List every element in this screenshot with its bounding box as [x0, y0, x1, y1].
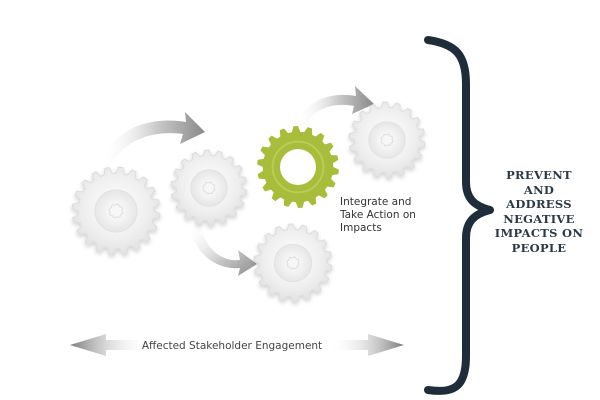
- flow-arrow-1: [100, 112, 205, 170]
- outcome-line-6: PEOPLE: [511, 240, 567, 255]
- outcome-statement: PREVENT AND ADDRESS NEGATIVE IMPACTS ON …: [487, 168, 591, 255]
- outcome-line-2: AND: [523, 182, 555, 197]
- outcome-line-4: NEGATIVE: [503, 211, 575, 226]
- gear-3-axle: [286, 256, 300, 270]
- gear-1: [71, 166, 161, 256]
- curly-brace: [424, 36, 494, 395]
- outcome-line-5: IMPACTS ON: [494, 226, 584, 240]
- gear-5: [348, 101, 426, 179]
- engagement-arrow-right: [330, 334, 404, 356]
- gear-4: [257, 126, 339, 208]
- stakeholder-engagement-label: Affected Stakeholder Engagement: [141, 340, 323, 352]
- outcome-line-3: ADDRESS: [506, 197, 572, 211]
- gear-4-hub: [280, 149, 316, 185]
- flow-arrow-2: [190, 224, 257, 276]
- gear-3: [253, 223, 333, 303]
- gear-4-ring: [271, 140, 325, 194]
- engagement-arrow-left: [70, 334, 150, 356]
- gear-5-axle: [380, 133, 394, 147]
- gear-2: [170, 149, 248, 227]
- flow-arrow-3: [296, 86, 374, 126]
- gear-2-axle: [202, 181, 216, 195]
- outcome-line-1: PREVENT: [506, 168, 572, 182]
- integrate-action-label: Integrate and Take Action on Impacts: [340, 196, 416, 234]
- gear-1-axle: [108, 203, 124, 219]
